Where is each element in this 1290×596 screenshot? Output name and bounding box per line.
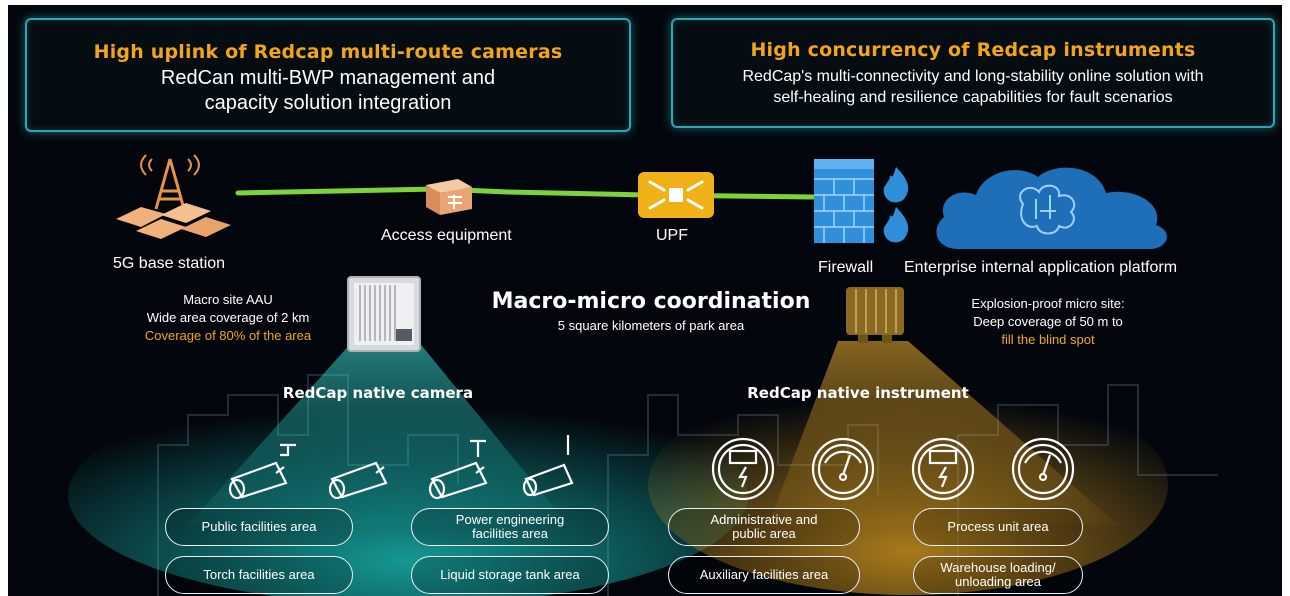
cloud-brain-icon [936, 167, 1167, 249]
instrument-concurrency-line2: self-healing and resilience capabilities… [773, 89, 1173, 106]
coordination-subtitle: 5 square kilometers of park area [557, 318, 745, 333]
camera-uplink-panel: High uplink of Redcap multi-route camera… [25, 18, 631, 132]
instrument-concurrency-title: High concurrency of Redcap instruments [750, 39, 1196, 61]
area-process-unit: Process unit area [913, 508, 1083, 546]
area-auxiliary-facilities: Auxiliary facilities area [668, 556, 860, 594]
background-art [68, 341, 1218, 596]
camera-icon [228, 443, 296, 500]
camera-icon [428, 439, 488, 500]
micro-site-device-icon [846, 287, 904, 343]
access-equipment-label: Access equipment [381, 227, 512, 244]
meter-icon [911, 437, 975, 501]
macro-site-line3: Coverage of 80% of the area [144, 328, 312, 343]
camera-uplink-line1: RedCan multi-BWP management and [160, 67, 496, 89]
upf-label: UPF [656, 227, 688, 244]
instrument-concurrency-line1: RedCap's multi-connectivity and long-sta… [742, 68, 1204, 85]
coordination-title: Macro-micro coordination [491, 289, 811, 314]
camera-section-header: RedCap native camera [282, 384, 474, 402]
macro-site-line1: Macro site AAU [183, 292, 273, 307]
area-torch-facilities: Torch facilities area [165, 556, 353, 594]
antenna-tower-icon [116, 154, 231, 239]
instrument-concurrency-panel: High concurrency of Redcap instruments R… [671, 18, 1275, 128]
camera-uplink-line2: capacity solution integration [204, 92, 452, 114]
macro-site-line2: Wide area coverage of 2 km [146, 310, 310, 325]
meter-icon [711, 437, 775, 501]
firewall-label: Firewall [818, 259, 874, 276]
camera-icon [522, 435, 574, 497]
meter-row [711, 437, 1075, 501]
micro-site-line1: Explosion-proof micro site: [971, 296, 1125, 311]
diagram-canvas: High uplink of Redcap multi-route camera… [8, 5, 1282, 596]
micro-site-line2: Deep coverage of 50 m to [973, 314, 1123, 329]
gauge-icon [811, 437, 875, 501]
flame-icon [883, 167, 909, 243]
camera-icon [328, 461, 388, 500]
upf-icon [638, 172, 714, 218]
firewall-icon [814, 159, 874, 243]
camera-row [228, 435, 574, 500]
area-warehouse-loading: Warehouse loading/unloading area [913, 556, 1083, 594]
macro-site-description: Macro site AAU Wide area coverage of 2 k… [113, 291, 343, 345]
base-station-label: 5G base station [113, 255, 226, 272]
micro-site-description: Explosion-proof micro site: Deep coverag… [948, 295, 1148, 349]
camera-uplink-title: High uplink of Redcap multi-route camera… [93, 41, 563, 63]
aau-device-icon [347, 276, 421, 352]
gauge-icon [1011, 437, 1075, 501]
platform-label: Enterprise internal application platform [904, 259, 1178, 276]
instrument-section-header: RedCap native instrument [747, 384, 969, 402]
access-equipment-icon [426, 179, 472, 215]
area-liquid-storage: Liquid storage tank area [411, 556, 609, 594]
micro-site-line3: fill the blind spot [1001, 332, 1095, 347]
area-public-facilities: Public facilities area [165, 508, 353, 546]
